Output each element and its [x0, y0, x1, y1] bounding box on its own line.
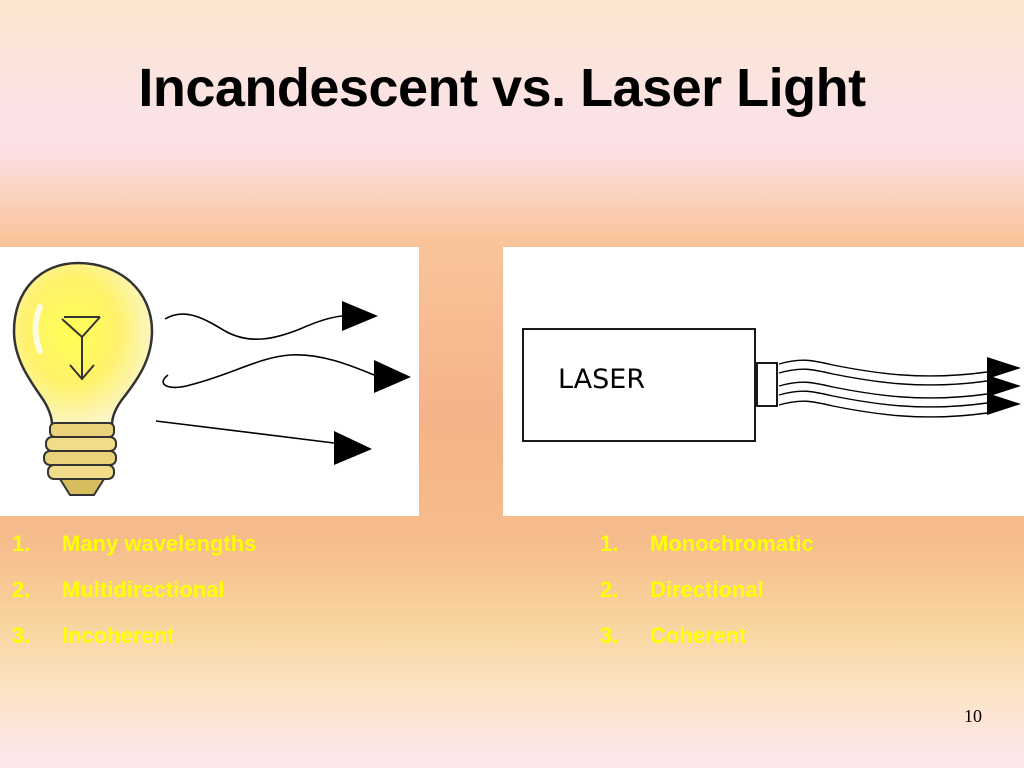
list-item-number: 2.: [600, 577, 619, 602]
beam-arrowheads: [987, 357, 1021, 415]
list-item-number: 3.: [600, 623, 619, 648]
list-item-number: 1.: [12, 531, 31, 556]
light-ray-3: [155, 420, 372, 465]
light-ray-2: [162, 354, 411, 393]
laser-aperture: [756, 362, 778, 407]
list-item: 1. Monochromatic: [600, 530, 814, 576]
laser-illustration: LASER: [503, 247, 1024, 516]
list-item-text: Multidirectional: [62, 577, 225, 602]
list-item-number: 1.: [600, 531, 619, 556]
laser-box: [522, 328, 756, 442]
list-item-text: Incoherent: [62, 623, 175, 648]
laser-beams: [778, 359, 988, 418]
list-item: 1. Many wavelengths: [12, 530, 256, 576]
list-item-text: Directional: [650, 577, 764, 602]
list-item: 3. Coherent: [600, 622, 814, 668]
laser-label: LASER: [558, 364, 645, 395]
list-item-number: 2.: [12, 577, 31, 602]
list-item-text: Monochromatic: [650, 531, 814, 556]
incandescent-illustration: [0, 247, 419, 516]
list-item-text: Many wavelengths: [62, 531, 257, 556]
list-item: 2. Directional: [600, 576, 814, 622]
page-number: 10: [964, 706, 982, 726]
slide-title: Incandescent vs. Laser Light: [138, 58, 866, 118]
laser-properties-list: 1. Monochromatic 2. Directional 3. Coherent: [600, 530, 814, 668]
incandescent-properties-list: 1. Many wavelengths 2. Multidirectional 3.…: [12, 530, 256, 668]
list-item: 2. Multidirectional: [12, 576, 256, 622]
list-item-number: 3.: [12, 623, 31, 648]
light-ray-1: [164, 301, 378, 341]
list-item-text: Coherent: [650, 623, 747, 648]
list-item: 3. Incoherent: [12, 622, 256, 668]
light-bulb-icon: [12, 261, 154, 496]
